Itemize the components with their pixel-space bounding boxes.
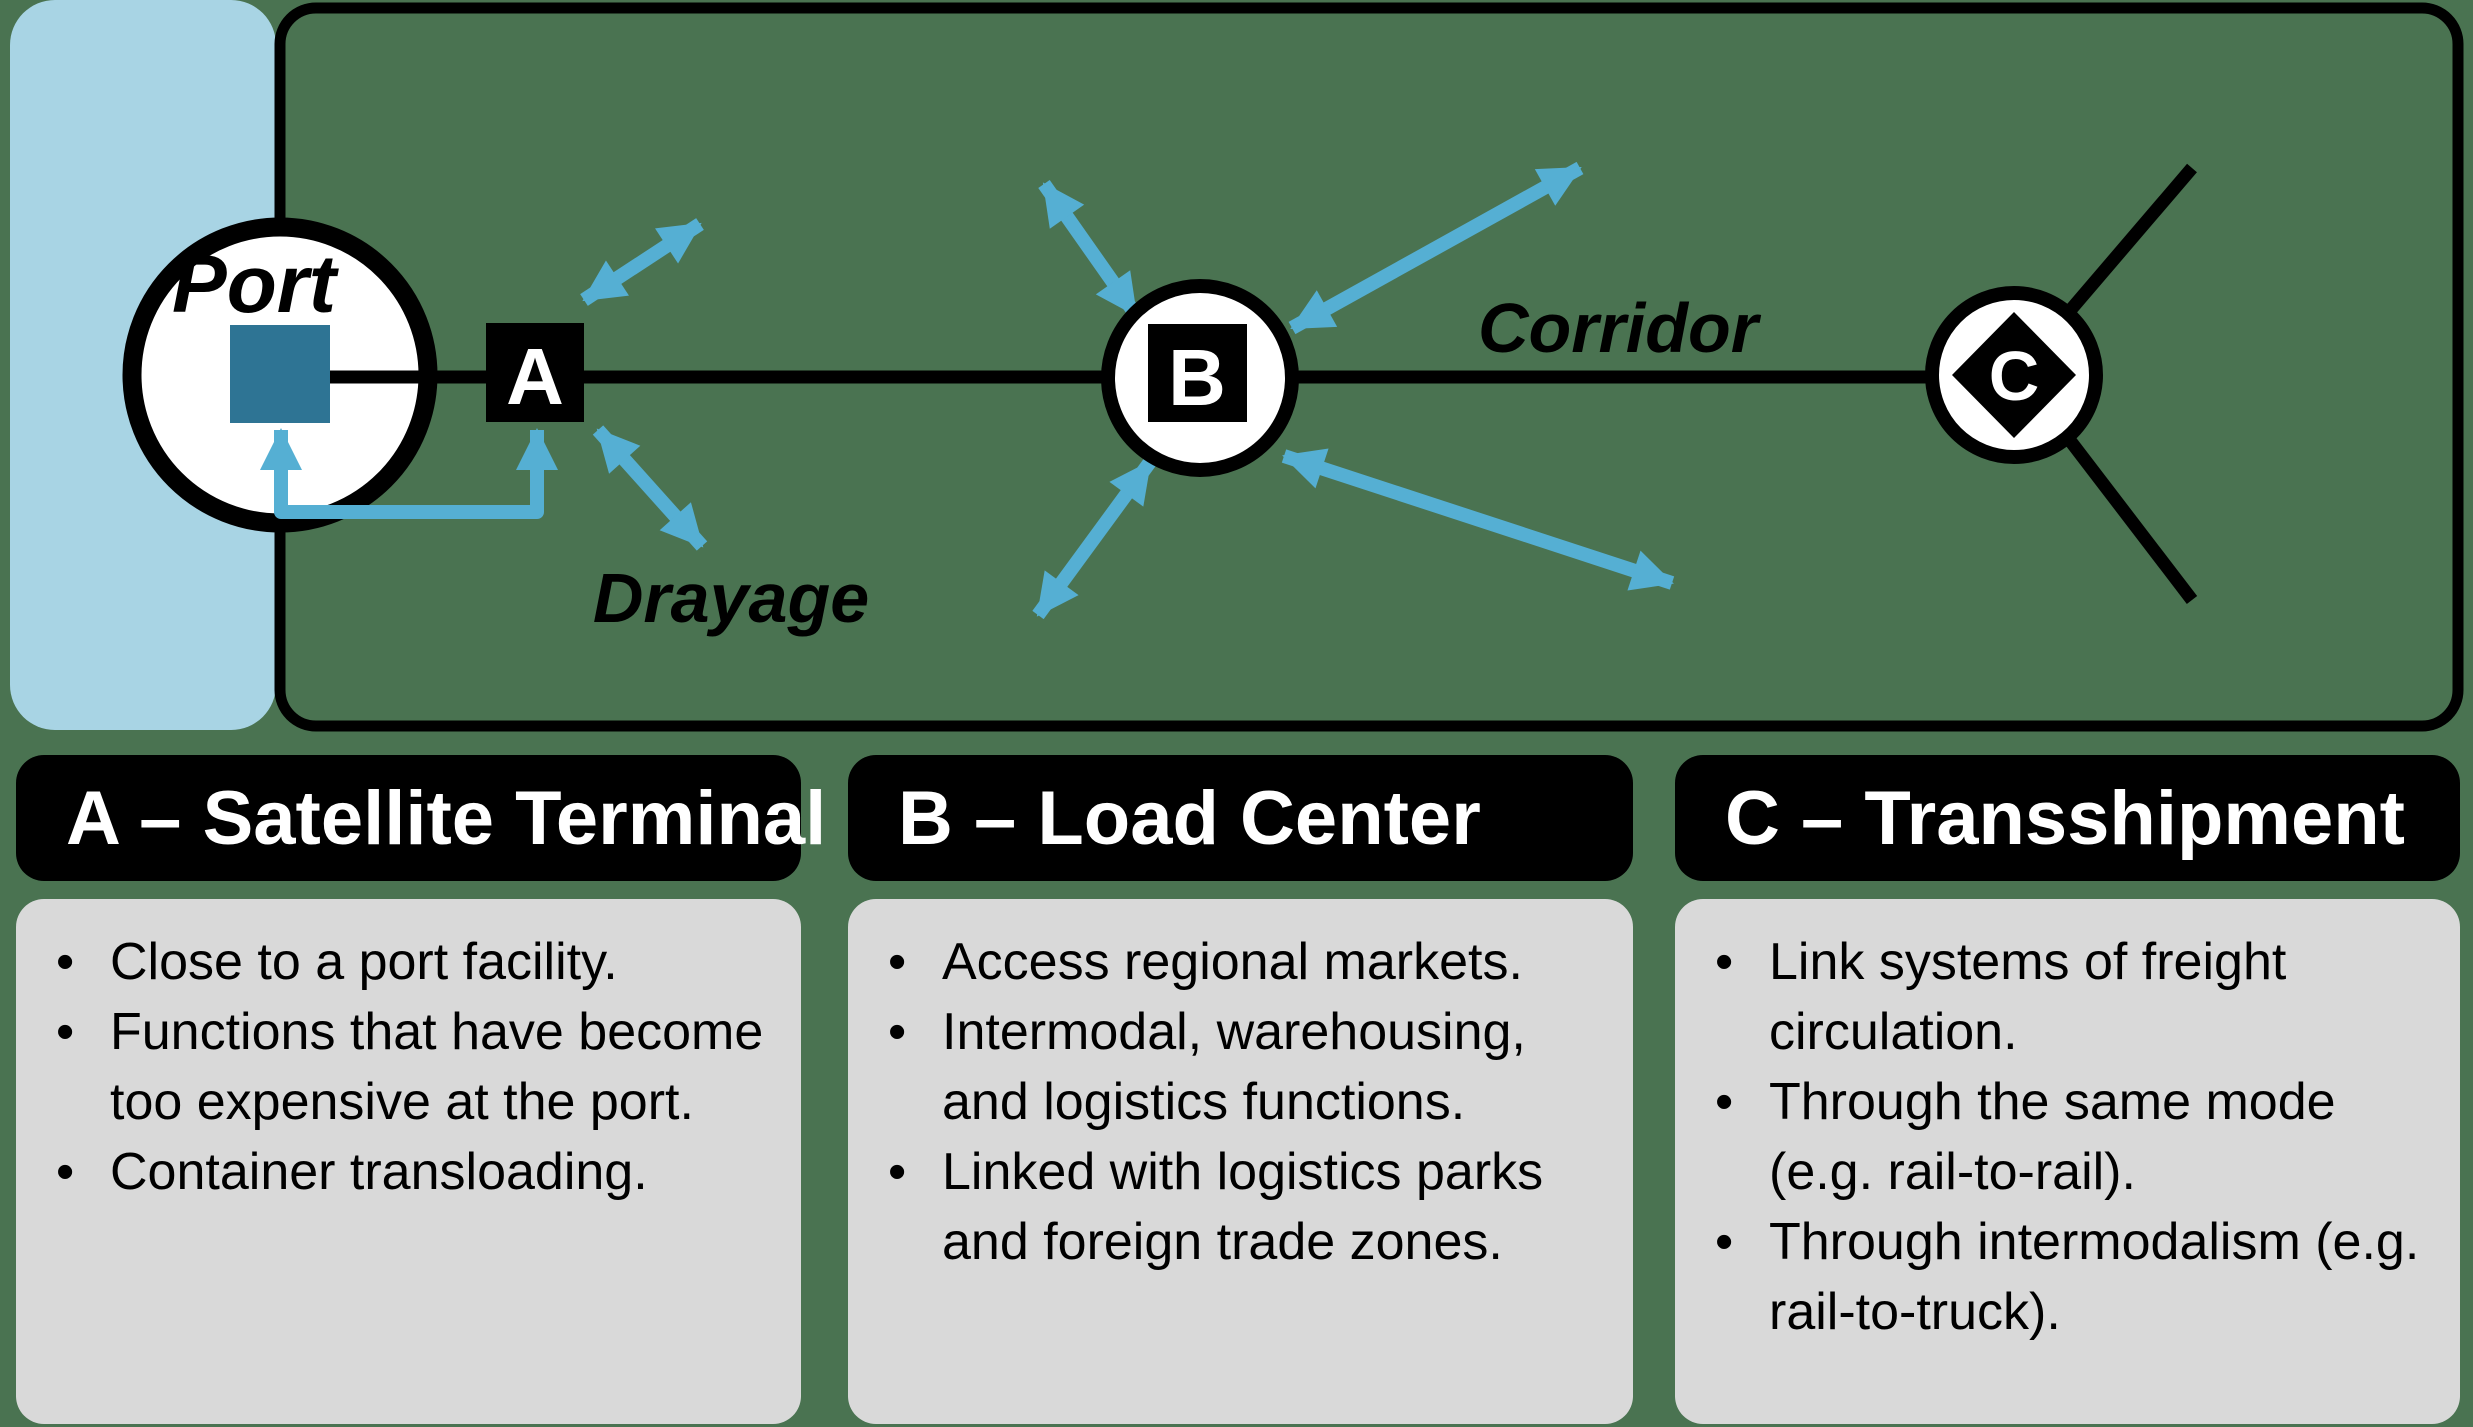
panel-b-title: B – Load Center — [898, 775, 1481, 861]
list-item: • Through the same mode (e.g. rail-to-ra… — [1715, 1067, 2446, 1207]
bullet-text: Intermodal, warehousing, and logistics f… — [942, 1003, 1526, 1131]
branch-line-lower — [2056, 426, 2198, 604]
list-item: • Access regional markets. — [888, 927, 1619, 997]
node-c-diamond — [1952, 312, 2076, 438]
node-b-letter: B — [1168, 333, 1226, 422]
diagram-canvas: Port A B C Corridor Drayage — [10, 0, 2464, 732]
port-terminal-square — [230, 325, 330, 423]
panel-a-header: A – Satellite Terminal — [16, 755, 826, 881]
list-item: • Close to a port facility. — [56, 927, 787, 997]
corridor-label: Corridor — [1478, 289, 1762, 367]
drayage-arrow-a-upper — [580, 218, 704, 306]
panel-c-header: C – Transshipment — [1675, 755, 2460, 881]
market-arrow-b-upper-left — [1038, 179, 1142, 320]
bullet-marker: • — [888, 933, 907, 991]
market-arrow-b-lower-right — [1281, 448, 1675, 591]
bullet-marker: • — [1715, 1073, 1734, 1131]
node-b-square — [1148, 324, 1247, 422]
market-arrow-b-upper-right — [1288, 161, 1584, 335]
panel-c-body: • Link systems of freight circulation. •… — [1675, 899, 2460, 1424]
list-item: • Container transloading. — [56, 1137, 787, 1207]
bullet-marker: • — [56, 933, 75, 991]
bullet-marker: • — [1715, 1213, 1734, 1271]
panel-a-body: • Close to a port facility. • Functions … — [16, 899, 801, 1424]
bullet-text: Functions that have become too expensive… — [110, 1003, 764, 1131]
bullet-marker: • — [56, 1143, 75, 1201]
port-label: Port — [172, 239, 340, 330]
list-item: • Intermodal, warehousing, and logistics… — [888, 997, 1619, 1137]
node-a-square — [486, 323, 584, 422]
panel-a-title: A – Satellite Terminal — [66, 775, 827, 861]
drayage-label: Drayage — [593, 559, 869, 637]
bullet-marker: • — [1715, 933, 1734, 991]
list-item: • Through intermodalism (e.g. rail-to-tr… — [1715, 1207, 2446, 1347]
bullet-text: Container transloading. — [110, 1143, 648, 1201]
bullet-text: Linked with logistics parks and foreign … — [942, 1143, 1544, 1271]
panel-b-header: B – Load Center — [848, 755, 1633, 881]
bullet-text: Link systems of freight circulation. — [1769, 933, 2287, 1061]
panel-b-body: • Access regional markets. • Intermodal,… — [848, 899, 1633, 1424]
bullet-text: Close to a port facility. — [110, 933, 618, 991]
list-item: • Link systems of freight circulation. — [1715, 927, 2446, 1067]
drayage-arrow-a-lower — [592, 425, 708, 551]
node-c-letter: C — [1989, 337, 2040, 415]
bullet-text: Through intermodalism (e.g. rail-to-truc… — [1769, 1213, 2420, 1341]
port-shuttle-arrow — [260, 428, 558, 519]
bullet-text: Access regional markets. — [942, 933, 1523, 991]
panel-c-title: C – Transshipment — [1725, 775, 2405, 861]
branch-line-upper — [2057, 163, 2197, 325]
bullet-text: Through the same mode (e.g. rail-to-rail… — [1769, 1073, 2336, 1201]
bullet-marker: • — [56, 1003, 75, 1061]
bullet-marker: • — [888, 1003, 907, 1061]
market-arrow-b-lower-left — [1032, 457, 1156, 620]
list-item: • Functions that have become too expensi… — [56, 997, 787, 1137]
node-a-letter: A — [506, 332, 564, 421]
list-item: • Linked with logistics parks and foreig… — [888, 1137, 1619, 1277]
bullet-marker: • — [888, 1143, 907, 1201]
